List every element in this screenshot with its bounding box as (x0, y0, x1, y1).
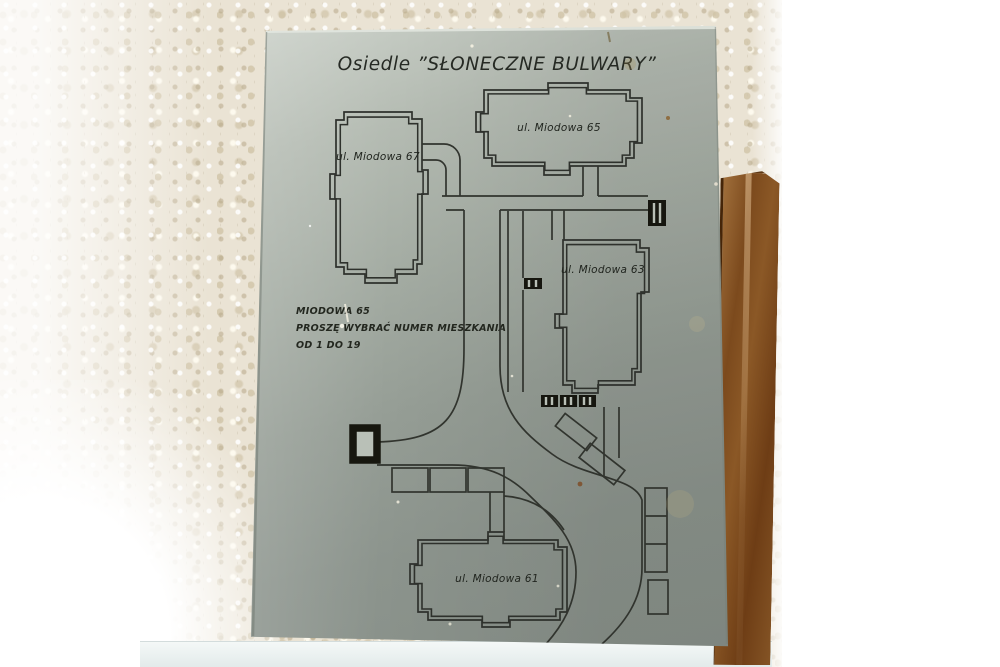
footpath-lines (376, 143, 648, 645)
plaque-left-edge (251, 31, 268, 637)
garage-row (391, 467, 505, 493)
entrance-marker-icon (648, 200, 666, 226)
building-63-label: ul. Miodowa 63 (561, 264, 645, 276)
intercom-info-block: MIODOWA 65 PROSZĘ WYBRAĆ NUMER MIESZKANI… (296, 306, 506, 351)
plaque-top-bevel (259, 25, 719, 33)
building-65-label: ul. Miodowa 65 (517, 122, 601, 134)
garage-stack (644, 487, 669, 615)
wood-grain-highlight (736, 173, 751, 665)
estate-map: Osiedle ”SŁONECZNE BULWARY” ul. Miodowa … (251, 25, 728, 645)
building-67-inner-outline (334, 116, 424, 279)
intercom-info-line-3: OD 1 DO 19 (296, 340, 361, 351)
window-sill (140, 641, 772, 667)
wall-highlight-overlay (752, 0, 1000, 667)
building-63-outline (554, 239, 650, 394)
angled-building-block (554, 412, 627, 486)
sign-title: Osiedle ”SŁONECZNE BULWARY” (338, 54, 657, 75)
intercom-info-line-2: PROSZĘ WYBRAĆ NUMER MIESZKANIA (296, 322, 506, 334)
building-67-outline (329, 111, 429, 284)
estate-map-plaque: Osiedle ”SŁONECZNE BULWARY” ul. Miodowa … (250, 25, 728, 647)
wall-highlight-overlay (0, 380, 280, 667)
intercom-info-line-1: MIODOWA 65 (296, 306, 370, 317)
weathering-specks (308, 31, 718, 626)
plaque-right-edge (714, 26, 728, 645)
building-67-label: ul. Miodowa 67 (336, 151, 420, 163)
you-are-here-marker-icon (349, 424, 381, 464)
building-63: ul. Miodowa 63 (554, 239, 650, 394)
building-61-label: ul. Miodowa 61 (455, 573, 539, 585)
building-61: ul. Miodowa 61 (409, 531, 568, 628)
building-67: ul. Miodowa 67 (329, 111, 429, 284)
building-65: ul. Miodowa 65 (475, 82, 643, 176)
entrance-hatch-icon (524, 278, 596, 407)
